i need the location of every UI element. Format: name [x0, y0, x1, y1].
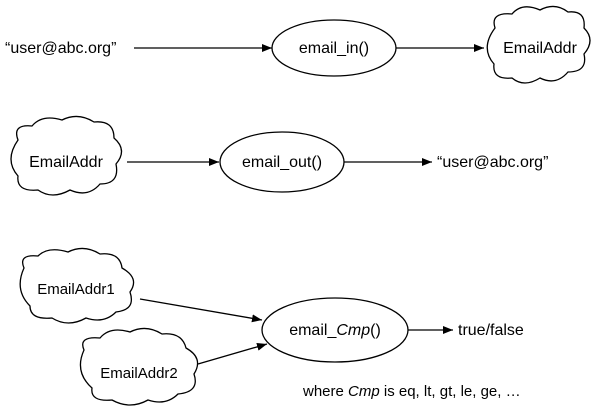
row3-input-cloud-1: [19, 247, 135, 324]
email-cmp-function-label: email_Cmp(): [289, 322, 381, 339]
cmp-note-suffix: is eq, lt, gt, le, ge, …: [380, 383, 521, 400]
row3-arrow-from-input-2: [197, 342, 268, 365]
row3-input-cloud-2: [79, 327, 199, 406]
cmp-note-prefix: where: [302, 383, 348, 400]
row1-input-string: “user@abc.org”: [5, 40, 116, 57]
row1-output-cloud-label: EmailAddr: [503, 40, 577, 57]
cmp-operators-note: where Cmp is eq, lt, gt, le, ge, …: [302, 383, 521, 400]
email-cmp-prefix: email_: [289, 322, 337, 339]
email-in-function-label: email_in(): [299, 40, 369, 57]
email-cmp-suffix: (): [370, 322, 381, 339]
row3-input-cloud-2-label: EmailAddr2: [100, 365, 178, 382]
row3-input-cloud-1-label: EmailAddr1: [37, 281, 115, 298]
email-out-function-label: email_out(): [242, 154, 322, 171]
email-cmp-italic: Cmp: [336, 322, 370, 339]
row2-input-cloud: [10, 115, 123, 196]
row2-output-string: “user@abc.org”: [437, 154, 548, 171]
cmp-note-italic: Cmp: [348, 383, 380, 400]
row3-output-text: true/false: [458, 322, 524, 339]
row1-output-cloud: [486, 5, 591, 84]
row3-arrow-from-input-1: [139, 298, 263, 323]
row2-input-cloud-label: EmailAddr: [29, 154, 103, 171]
